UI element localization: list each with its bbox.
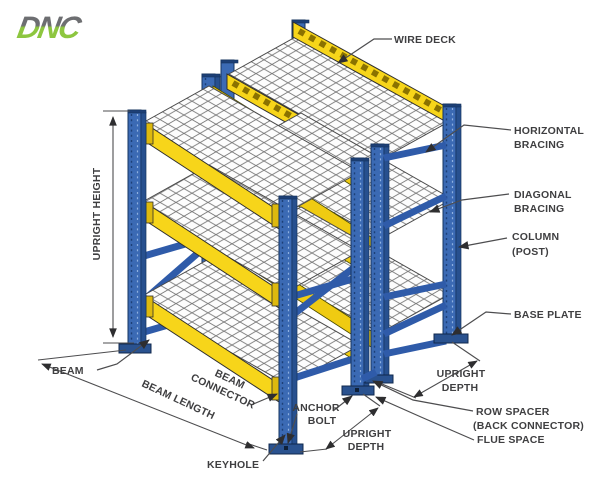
label-wire-deck: WIRE DECK [394,34,456,46]
base-plate-front-left [118,343,152,354]
leader-anchor-bolt-right [332,395,353,412]
column-back-front-right [370,143,390,379]
main-bay [127,85,370,449]
horizontal-brace-mid [383,280,447,301]
label-row-spacer-1: ROW SPACER [476,406,550,418]
label-row-spacer-2: (BACK CONNECTOR) [473,420,584,432]
beam-connector-l1-left [145,122,154,145]
column-rear-right [350,157,370,391]
dimension-beam-length [37,349,268,451]
label-column-post-2: (POST) [512,246,549,258]
row-spacer [360,368,378,383]
beam-connector-l2-left [145,201,154,224]
leader-base-plate [451,311,512,336]
label-upright-depth-front-2: DEPTH [348,441,385,453]
beam-connector-l3-left [145,295,154,318]
label-upright-depth-rear-2: DEPTH [442,382,479,394]
dimension-upright-height [103,110,134,344]
dnc-logo: DNC [15,10,85,45]
leader-row-spacer [372,380,474,412]
right-frame-bracing [291,263,359,382]
column-back-rear-right [442,103,462,339]
leader-column-post [457,237,508,250]
label-diagonal-bracing-1: DIAGONAL [514,189,572,201]
base-plate-back-rear-right [433,333,469,344]
leader-beam [96,339,150,371]
leader-diagonal-bracing [429,193,510,213]
dnc-logo-text: DNC [15,10,85,45]
leader-anchor-bolt-left [286,413,298,445]
diagonal-brace-low [382,301,448,338]
beam-connector-l3-right [271,376,280,401]
column-front-left [127,109,147,349]
diagonal-brace-top [382,192,448,230]
beam-connector-l2-right [271,282,280,307]
label-upright-depth-rear-1: UPRIGHT [437,368,486,380]
label-horizontal-bracing-2: BRACING [514,139,564,151]
dimension-upright-depth-rear [381,341,481,399]
anchor-bolt-front [284,446,288,450]
label-horizontal-bracing-1: HORIZONTAL [514,125,584,137]
label-upright-height: UPRIGHT HEIGHT [91,167,103,260]
leader-beam-connector [250,393,278,406]
label-anchor-bolt-1: ANCHOR [292,402,339,414]
label-flue-space: FLUE SPACE [477,434,545,446]
label-anchor-bolt-2: BOLT [308,415,337,427]
label-base-plate: BASE PLATE [514,309,582,321]
label-upright-depth-front-1: UPRIGHT [343,428,392,440]
leader-keyhole [262,434,286,462]
anchor-bolt-rear [355,388,359,392]
label-beam: BEAM [52,365,84,377]
label-diagonal-bracing-2: BRACING [514,203,564,215]
leader-horizontal-bracing [425,124,512,153]
leader-wire-deck [337,38,392,64]
label-keyhole: KEYHOLE [207,459,259,471]
beam-connector-l1-right [271,203,280,228]
leader-flue-space [375,396,475,441]
label-column-post-1: COLUMN [512,231,559,243]
